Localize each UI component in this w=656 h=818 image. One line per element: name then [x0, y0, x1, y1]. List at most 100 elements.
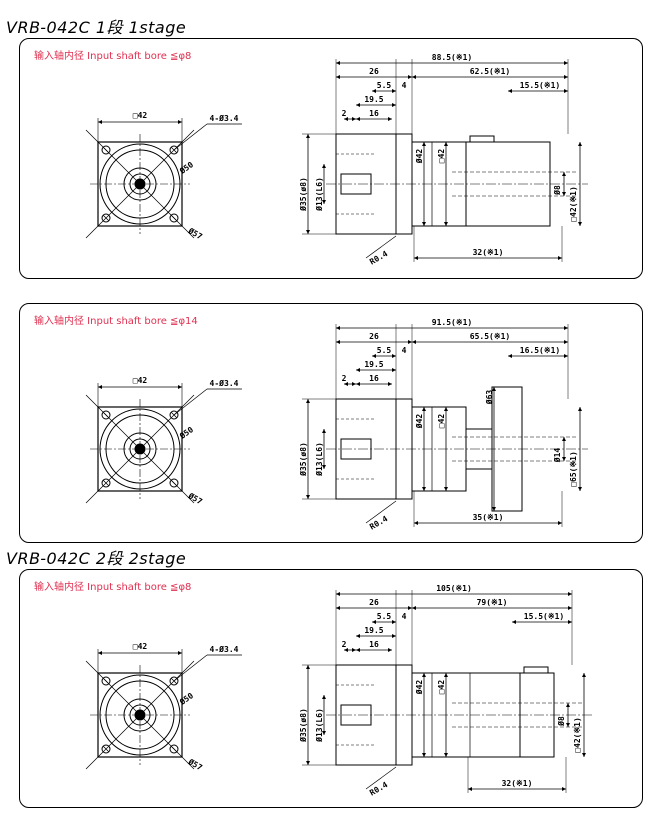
dim-pcd: Ø50 — [177, 424, 196, 441]
dim-holes: 4-Ø3.4 — [210, 113, 239, 123]
mount-hole-cross — [102, 677, 110, 685]
dim-out-sq: □42(※1) — [573, 717, 582, 753]
arrow-head — [356, 382, 392, 386]
dim-shaft-out: 15.5(※1) — [520, 81, 560, 90]
dim-16: 16 — [369, 640, 379, 649]
output-key — [523, 666, 549, 674]
mount-hole — [101, 213, 111, 223]
dim-sq42: □42 — [437, 149, 446, 164]
dim-radius: R0.4 — [368, 514, 389, 532]
dim-bore: Ø13(L6) — [314, 177, 324, 212]
mount-hole — [169, 410, 179, 420]
leader-line — [365, 766, 397, 790]
dim-diagonal: Ø57 — [186, 756, 205, 772]
dim-square: □42 — [133, 111, 148, 120]
heading-1stage: VRB-042C 1段 1stage — [6, 18, 187, 37]
dim-square: □42 — [133, 376, 148, 385]
dim-out-dia: Ø8 — [556, 716, 566, 727]
mount-hole-cross — [102, 411, 110, 419]
dim-phi63: Ø63 — [484, 390, 494, 406]
dim-gap4: 4 — [402, 346, 407, 355]
dim-195: 19.5 — [364, 360, 383, 369]
dim-phi42: Ø42 — [414, 149, 424, 165]
dim-holes: 4-Ø3.4 — [210, 644, 239, 654]
dim-overall: 105(※1) — [436, 584, 472, 593]
arrow-head — [344, 382, 356, 386]
dim-pilot: Ø35(ø8) — [298, 442, 308, 477]
arrow-head — [344, 117, 356, 121]
dim-sq42: □42 — [437, 680, 446, 695]
dim-bottom: 32(※1) — [473, 248, 504, 257]
dim-gap4: 4 — [402, 81, 407, 90]
dim-2: 2 — [342, 640, 347, 649]
dim-gap55: 5.5 — [377, 81, 392, 90]
mount-hole — [169, 744, 179, 754]
dim-bottom: 35(※1) — [473, 513, 504, 522]
dim-flange: 26 — [369, 332, 379, 341]
dim-radius: R0.4 — [368, 249, 389, 267]
input-bore-note: 输入轴内径 Input shaft bore ≦φ14 — [34, 316, 198, 327]
mount-hole-cross — [170, 214, 178, 222]
dim-out-dia: Ø8 — [552, 185, 562, 196]
dim-square: □42 — [133, 642, 148, 651]
dim-overall: 88.5(※1) — [432, 53, 472, 62]
arrow-head — [356, 634, 396, 638]
mount-hole-cross — [102, 214, 110, 222]
dim-phi42: Ø42 — [414, 414, 424, 430]
mount-hole-cross — [102, 146, 110, 154]
dim-gap55: 5.5 — [377, 612, 392, 621]
dim-2: 2 — [342, 109, 347, 118]
dim-radius: R0.4 — [368, 780, 389, 798]
dim-pilot: Ø35(ø8) — [298, 177, 308, 212]
dim-phi42: Ø42 — [414, 680, 424, 696]
heading-2stage: VRB-042C 2段 2stage — [6, 549, 187, 568]
leader-line — [365, 235, 397, 259]
dim-pcd: Ø50 — [177, 690, 196, 707]
dim-diagonal: Ø57 — [186, 490, 205, 506]
dim-flange: 26 — [369, 67, 379, 76]
mount-hole — [169, 213, 179, 223]
dim-195: 19.5 — [364, 626, 383, 635]
dim-overall: 91.5(※1) — [432, 318, 472, 327]
dim-holes: 4-Ø3.4 — [210, 378, 239, 388]
dim-bore: Ø13(L6) — [314, 708, 324, 743]
input-bore-note: 输入轴内径 Input shaft bore ≦φ8 — [34, 582, 192, 593]
arrow-head — [322, 695, 326, 735]
arrow-head — [322, 164, 326, 204]
mount-hole — [169, 478, 179, 488]
arrow-head — [322, 429, 326, 469]
dim-bottom: 32(※1) — [502, 779, 533, 788]
mount-hole — [169, 676, 179, 686]
arrow-head — [356, 117, 392, 121]
mount-hole-cross — [102, 479, 110, 487]
arrow-head — [356, 368, 396, 372]
dim-shaft-out: 15.5(※1) — [524, 612, 564, 621]
mount-hole — [101, 676, 111, 686]
dim-pcd: Ø50 — [177, 159, 196, 176]
mount-hole — [101, 744, 111, 754]
dim-2: 2 — [342, 374, 347, 383]
dim-bore: Ø13(L6) — [314, 442, 324, 477]
dim-16: 16 — [369, 374, 379, 383]
mount-hole — [101, 410, 111, 420]
input-bore-note: 输入轴内径 Input shaft bore ≦φ8 — [34, 51, 192, 62]
mount-hole-cross — [102, 745, 110, 753]
dim-pilot: Ø35(ø8) — [298, 708, 308, 743]
arrow-head — [356, 103, 396, 107]
leader-line — [173, 388, 208, 416]
dim-shaft-out: 16.5(※1) — [520, 346, 560, 355]
leader-line — [173, 654, 208, 682]
dim-gap55: 5.5 — [377, 346, 392, 355]
arrow-head — [344, 648, 356, 652]
mount-hole — [101, 145, 111, 155]
mount-hole-cross — [170, 745, 178, 753]
dim-body: 62.5(※1) — [470, 67, 510, 76]
leader-line — [173, 123, 208, 151]
dim-body: 65.5(※1) — [470, 332, 510, 341]
dim-flange: 26 — [369, 598, 379, 607]
